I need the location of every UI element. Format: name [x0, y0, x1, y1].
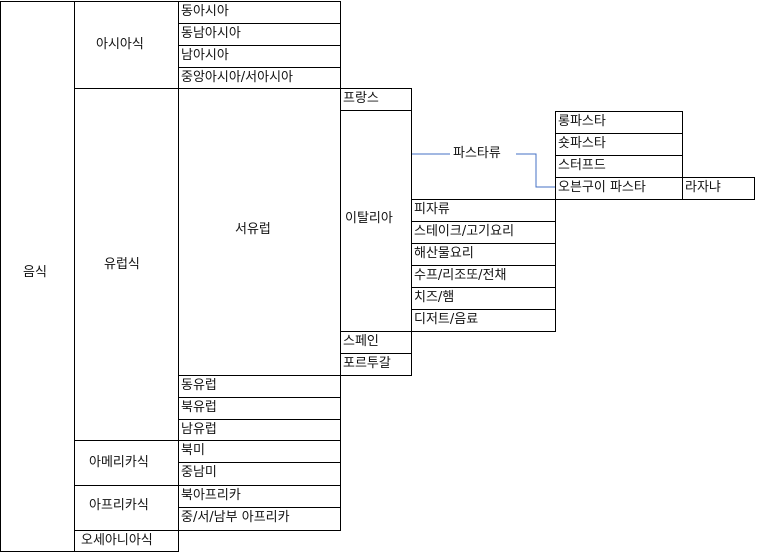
america-cuisine-label: 아메리카식: [88, 455, 150, 471]
italy-category-steak-meat: 스테이크/고기요리: [411, 221, 556, 244]
africa-region-central-west-south: 중/서/남부 아프리카: [178, 507, 341, 531]
connector-pasta-to-oven: [516, 153, 557, 188]
italy-category-cheese-ham: 치즈/햄: [411, 287, 556, 310]
africa-cuisine-label: 아프리카식: [88, 498, 150, 514]
europe-region-south: 남유럽: [178, 419, 341, 441]
pasta-type-short: 숏파스타: [555, 133, 683, 156]
italy-category-pasta: 파스타류: [452, 146, 502, 162]
west-europe-label: 서유럽: [234, 222, 272, 238]
country-portugal: 포르투갈: [340, 353, 412, 376]
asia-region-east: 동아시아: [178, 1, 341, 24]
europe-region-north: 북유럽: [178, 397, 341, 420]
europe-region-east: 동유럽: [178, 375, 341, 398]
asia-region-central-west: 중앙아시아/서아시아: [178, 67, 341, 89]
pasta-example-lasagna: 라자냐: [682, 177, 755, 200]
pasta-type-oven-baked: 오븐구이 파스타: [555, 177, 683, 200]
country-spain: 스페인: [340, 331, 412, 354]
america-region-north: 북미: [178, 440, 341, 463]
europe-cuisine-label: 유럽식: [103, 257, 141, 273]
asia-region-southeast: 동남아시아: [178, 23, 341, 46]
pasta-type-stuffed: 스터프드: [555, 155, 683, 178]
food-root-label: 음식: [22, 265, 48, 281]
america-region-central-south: 중남미: [178, 462, 341, 486]
asia-region-south: 남아시아: [178, 45, 341, 68]
oceania-cuisine-label: 오세아니아식: [80, 533, 154, 549]
italy-category-pizza: 피자류: [411, 199, 556, 222]
country-italy-label: 이탈리아: [344, 211, 394, 227]
italy-category-dessert-drinks: 디저트/음료: [411, 309, 556, 332]
country-france: 프랑스: [340, 88, 412, 111]
africa-region-north: 북아프리카: [178, 485, 341, 508]
food-root-box: [0, 1, 75, 552]
italy-category-soup-risotto-antipasti: 수프/리조또/전채: [411, 265, 556, 288]
asia-cuisine-label: 아시아식: [95, 37, 145, 53]
italy-category-seafood: 해산물요리: [411, 243, 556, 266]
pasta-type-long: 롱파스타: [555, 111, 683, 134]
